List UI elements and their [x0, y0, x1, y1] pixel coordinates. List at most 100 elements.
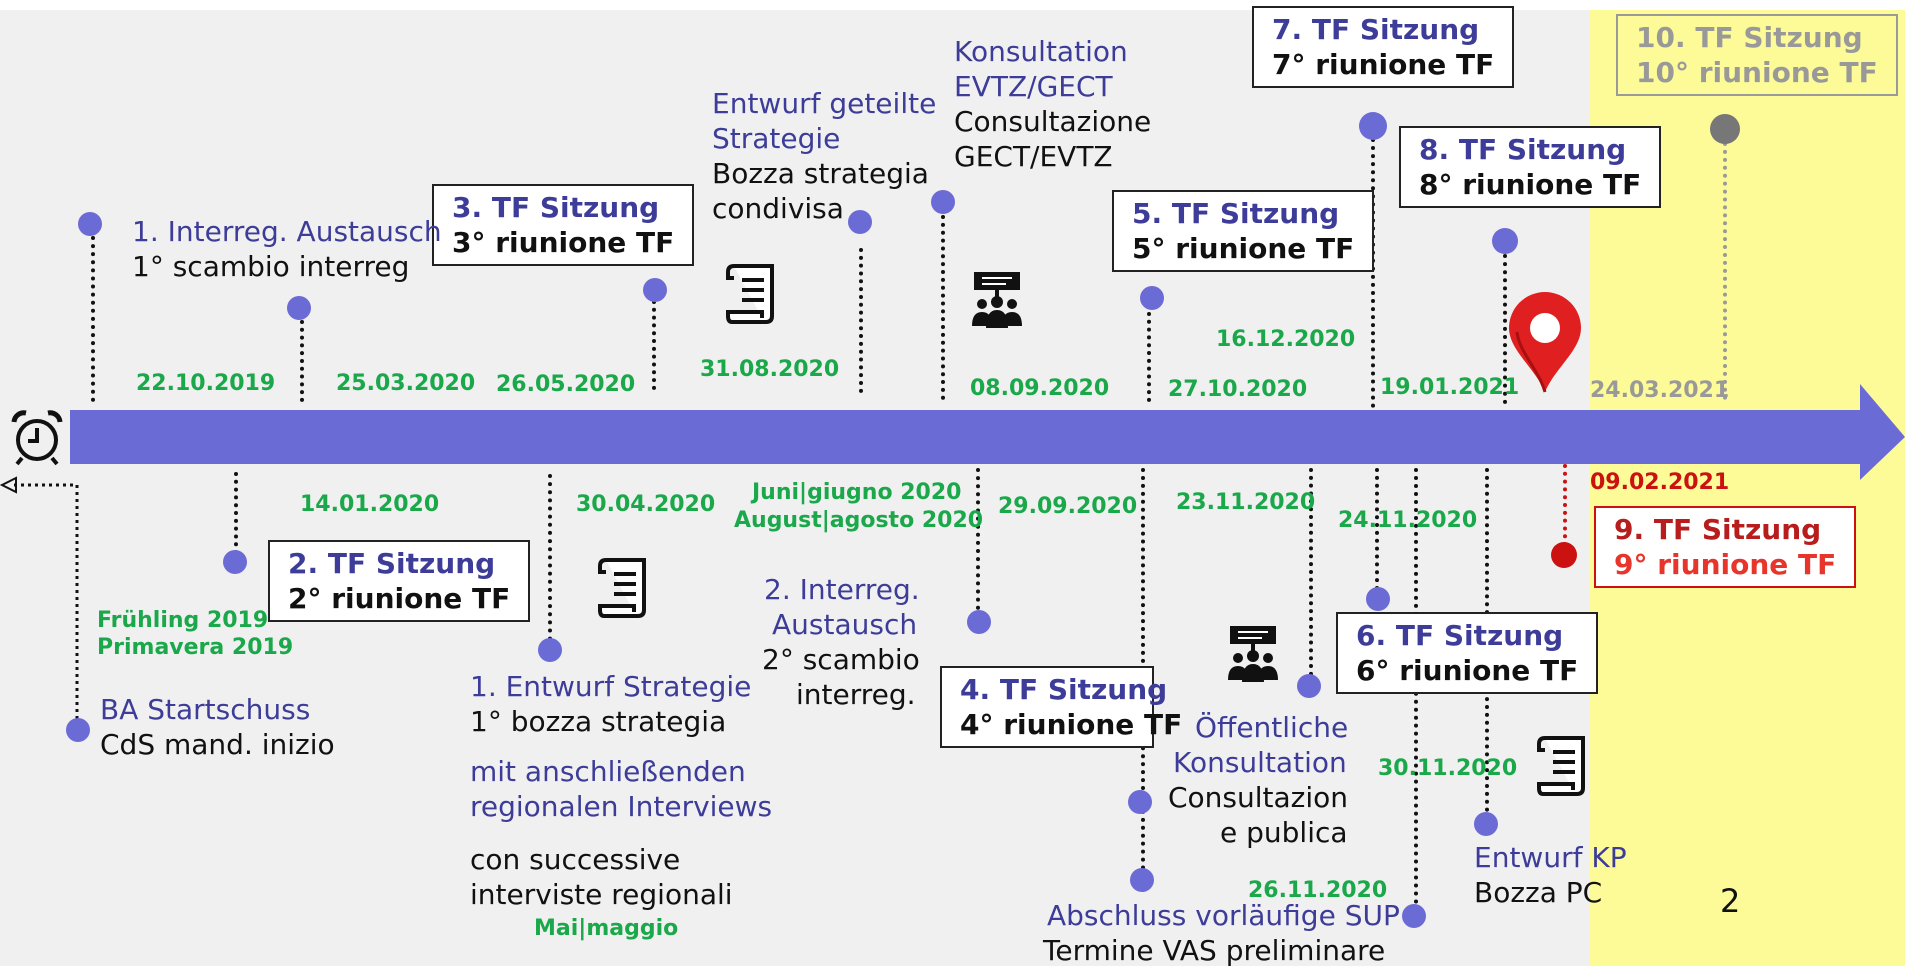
- tf4-box: 4. TF Sitzung 4° riunione TF: [940, 666, 1183, 748]
- interviews-label-de2: regionalen Interviews: [470, 790, 773, 823]
- kp-label-it: Bozza PC: [1474, 876, 1603, 909]
- map-pin-icon: [1509, 292, 1581, 393]
- connector: [976, 468, 980, 618]
- milestone-dot: [848, 210, 872, 234]
- milestone-dot: [967, 610, 991, 634]
- meeting-presenter-icon: [972, 272, 1022, 328]
- oeff-label-de2: Konsultation: [1173, 746, 1347, 779]
- milestone-dot: [1140, 286, 1164, 310]
- tf5-box: 5. TF Sitzung 5° riunione TF: [1112, 190, 1375, 272]
- milestone-dot: [287, 296, 311, 320]
- milestone-dot: [1359, 112, 1387, 140]
- connector: [1309, 468, 1313, 684]
- milestone-dot: [1551, 542, 1577, 568]
- connector: [1563, 464, 1567, 554]
- interviews-label-it2: interviste regionali: [470, 878, 733, 911]
- entwurf-geteilt-label-it1: Bozza strategia: [712, 157, 929, 190]
- date-label: 19.01.2021: [1380, 375, 1520, 400]
- connector: [941, 215, 945, 400]
- scroll-document-icon: [726, 264, 774, 324]
- konsult-label-it2: GECT/EVTZ: [954, 140, 1113, 173]
- milestone-dot: [1402, 904, 1426, 928]
- ba-label-de: BA Startschuss: [100, 693, 311, 726]
- date-label: 23.11.2020: [1176, 490, 1316, 515]
- date-label: 24.11.2020: [1338, 508, 1478, 533]
- milestone-dot: [1130, 868, 1154, 892]
- tf2-subtitle: 2° riunione TF: [288, 582, 511, 615]
- date-label: 26.05.2020: [496, 372, 636, 397]
- oeff-label-it1: Consultazion: [1168, 781, 1349, 814]
- date-label: 29.09.2020: [998, 494, 1138, 519]
- milestone-dot: [1297, 674, 1321, 698]
- tf9-subtitle: 9° riunione TF: [1614, 548, 1837, 581]
- tf6-box: 6. TF Sitzung 6° riunione TF: [1336, 612, 1599, 694]
- date-label: 31.08.2020: [700, 357, 840, 382]
- tf7-title: 7. TF Sitzung: [1272, 13, 1480, 46]
- interreg2-label-it2: interreg.: [796, 678, 916, 711]
- tf2-title: 2. TF Sitzung: [288, 547, 496, 580]
- interviews-label-de1: mit anschließenden: [470, 755, 746, 788]
- connector: [1723, 142, 1727, 400]
- connector: [91, 236, 95, 402]
- milestone-dot: [78, 212, 102, 236]
- date-label: Primavera 2019: [97, 635, 294, 660]
- date-label: Juni|giugno 2020: [752, 480, 962, 505]
- date-label: 14.01.2020: [300, 492, 440, 517]
- milestone-dot: [1366, 587, 1390, 611]
- tf10-box: 10. TF Sitzung 10° riunione TF: [1616, 14, 1898, 96]
- oeff-label-it2: e publica: [1220, 816, 1348, 849]
- milestone-dot: [1710, 114, 1740, 144]
- date-label: 25.03.2020: [336, 371, 476, 396]
- tf8-subtitle: 8° riunione TF: [1419, 168, 1642, 201]
- date-label: 09.02.2021: [1590, 470, 1730, 495]
- tf10-title: 10. TF Sitzung: [1636, 21, 1863, 54]
- tf2-box: 2. TF Sitzung 2° riunione TF: [268, 540, 531, 622]
- date-label: Frühling 2019: [97, 608, 269, 633]
- tf5-title: 5. TF Sitzung: [1132, 197, 1340, 230]
- interreg1-label-de: 1. Interreg. Austausch: [132, 215, 442, 248]
- meeting-presenter-icon: [1228, 626, 1278, 682]
- date-label: 30.11.2020: [1378, 756, 1518, 781]
- date-label: 27.10.2020: [1168, 377, 1308, 402]
- connector: [1371, 138, 1375, 408]
- date-label: 26.11.2020: [1248, 878, 1388, 903]
- connector: [1147, 312, 1151, 402]
- connector: [652, 300, 656, 390]
- date-label: 24.03.2021: [1590, 378, 1730, 403]
- tf9-box: 9. TF Sitzung 9° riunione TF: [1594, 506, 1857, 588]
- tf10-subtitle: 10° riunione TF: [1636, 56, 1878, 89]
- connector: [859, 248, 863, 393]
- connector: [234, 472, 238, 562]
- date-label: 08.09.2020: [970, 376, 1110, 401]
- tf8-box: 8. TF Sitzung 8° riunione TF: [1399, 126, 1662, 208]
- date-label: 30.04.2020: [576, 492, 716, 517]
- milestone-dot: [223, 550, 247, 574]
- connector: [548, 474, 552, 649]
- date-label: August|agosto 2020: [734, 508, 984, 533]
- entwurf-geteilt-label-de1: Entwurf geteilte: [712, 87, 937, 120]
- tf7-box: 7. TF Sitzung 7° riunione TF: [1252, 6, 1515, 88]
- date-label: 22.10.2019: [136, 371, 276, 396]
- tf8-title: 8. TF Sitzung: [1419, 133, 1627, 166]
- tf3-subtitle: 3° riunione TF: [452, 226, 675, 259]
- entwurf1-label-de: 1. Entwurf Strategie: [470, 670, 752, 703]
- date-label: 16.12.2020: [1216, 327, 1356, 352]
- interreg2-label-de1: 2. Interreg.: [764, 573, 920, 606]
- tf6-title: 6. TF Sitzung: [1356, 619, 1564, 652]
- connector: [1503, 254, 1507, 404]
- tf6-subtitle: 6° riunione TF: [1356, 654, 1579, 687]
- entwurf1-label-it: 1° bozza strategia: [470, 705, 727, 738]
- milestone-dot: [1128, 790, 1152, 814]
- tf3-title: 3. TF Sitzung: [452, 191, 660, 224]
- konsult-label-de2: EVTZ/GECT: [954, 70, 1113, 103]
- milestone-dot: [643, 278, 667, 302]
- tf4-subtitle: 4° riunione TF: [960, 708, 1183, 741]
- tf3-box: 3. TF Sitzung 3° riunione TF: [432, 184, 695, 266]
- tf4-title: 4. TF Sitzung: [960, 673, 1168, 706]
- konsult-label-de1: Konsultation: [954, 35, 1128, 68]
- interreg1-label-it: 1° scambio interreg: [132, 250, 410, 283]
- milestone-dot: [1474, 812, 1498, 836]
- scroll-document-icon: [1537, 736, 1585, 796]
- milestone-dot: [931, 190, 955, 214]
